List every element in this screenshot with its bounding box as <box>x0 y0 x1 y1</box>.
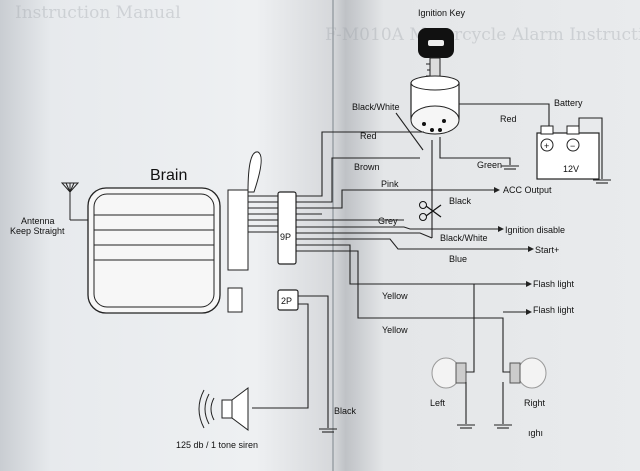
wire-yellow-2 <box>296 250 504 360</box>
ground-icon <box>457 424 475 429</box>
page-fragment-text: ıghı <box>528 428 543 438</box>
ground-icon <box>494 424 512 429</box>
ignition-key-icon <box>418 28 454 83</box>
battery-icon <box>536 125 600 180</box>
battery-minus-symbol: − <box>570 141 575 151</box>
wire-pink <box>268 189 494 209</box>
blue-label: Blue <box>449 254 467 264</box>
battery-voltage: 12V <box>563 164 579 174</box>
yellow-1-label: Yellow <box>382 291 408 301</box>
arrow-icon <box>498 226 504 232</box>
wire-grey <box>296 226 500 230</box>
green-label: Green <box>477 160 502 170</box>
wire-battery-ground <box>578 117 603 179</box>
antenna-icon <box>60 182 88 221</box>
ground-icon <box>319 428 337 433</box>
wire-green <box>439 137 511 165</box>
ghost-title-right: F-M010A Motorcycle Alarm Instruction Man… <box>325 25 640 45</box>
arrow-icon <box>526 309 532 315</box>
connector-9p <box>277 191 297 265</box>
connector-9p-label: 9P <box>280 232 291 242</box>
wire-left-light <box>466 360 475 373</box>
left-label: Left <box>430 398 446 408</box>
battery-plus-symbol: + <box>544 141 549 151</box>
siren-label: 125 db / 1 tone siren <box>176 440 258 450</box>
flash-light-1-label: Flash light <box>533 279 575 289</box>
pink-label: Pink <box>381 179 399 189</box>
red-right-label: Red <box>500 114 517 124</box>
ignition-switch-icon <box>410 75 460 135</box>
wire-right-light <box>502 360 510 373</box>
brain-label: Brain <box>150 167 187 184</box>
start-plus-label: Start+ <box>535 245 559 255</box>
wire-black-white <box>296 232 433 239</box>
arrow-icon <box>526 281 532 287</box>
red-left-label: Red <box>360 131 377 141</box>
arrow-icon <box>494 187 500 193</box>
arrow-icon <box>528 246 534 252</box>
wire-red-battery <box>459 103 550 126</box>
brown-label: Brown <box>354 162 380 172</box>
wire-red-left <box>268 131 424 197</box>
brain-side-panel <box>227 151 278 313</box>
ignition-disable-label: Ignition disable <box>505 225 565 235</box>
siren-icon <box>198 387 249 431</box>
wire-blue <box>296 238 528 250</box>
battery-label: Battery <box>554 98 583 108</box>
flash-light-2-label: Flash light <box>533 305 575 315</box>
black-white-top-label: Black/White <box>352 102 400 112</box>
black-white-mid-label: Black/White <box>440 233 488 243</box>
wire-siren <box>252 303 309 409</box>
wire-yellow-1 <box>296 244 475 360</box>
ignition-key-label: Ignition Key <box>418 8 466 18</box>
ground-icon <box>593 179 611 184</box>
ground-icon <box>501 165 519 170</box>
brain-module <box>87 187 221 314</box>
acc-output-label: ACC Output <box>503 185 552 195</box>
antenna-label-line2: Keep Straight <box>10 226 65 236</box>
black-bottom-label: Black <box>334 406 357 416</box>
right-label: Right <box>524 398 546 408</box>
antenna-label-line1: Antenna <box>21 216 55 226</box>
connector-2p-label: 2P <box>281 296 292 306</box>
grey-label: Grey <box>378 216 398 226</box>
right-flash-light-icon <box>509 357 547 389</box>
black-mid-label: Black <box>449 196 472 206</box>
wire-brown <box>268 157 420 203</box>
yellow-2-label: Yellow <box>382 325 408 335</box>
scissors-icon <box>419 201 442 221</box>
wire-siren-black <box>298 295 329 428</box>
left-flash-light-icon <box>431 357 467 389</box>
ghost-title-left: Instruction Manual <box>15 3 181 23</box>
connector-2p <box>277 289 299 311</box>
